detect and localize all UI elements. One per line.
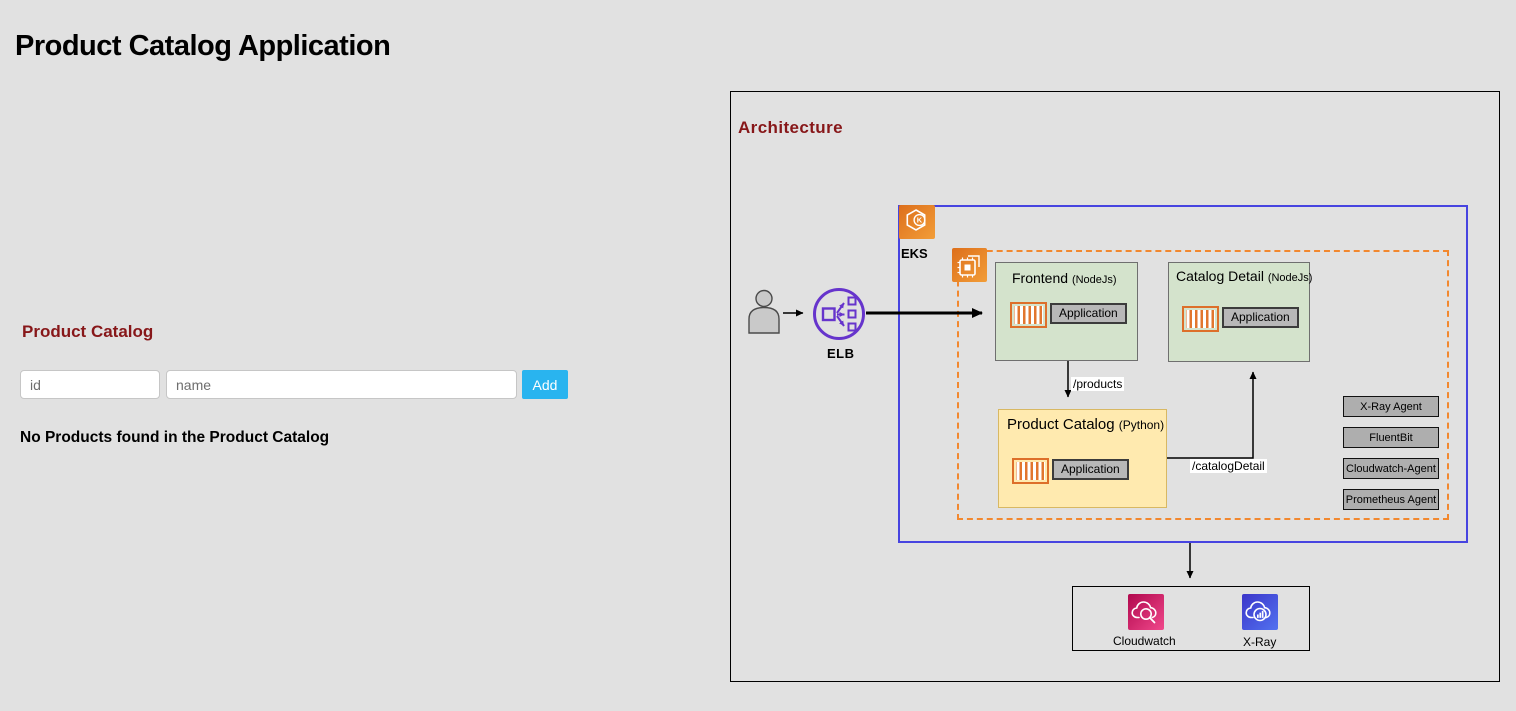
eks-label: EKS — [901, 246, 928, 261]
xray-agent-chip: X-Ray Agent — [1343, 396, 1439, 417]
svg-text:K: K — [917, 216, 923, 225]
elb-icon — [813, 288, 865, 340]
products-edge-label: /products — [1071, 377, 1125, 391]
name-input[interactable] — [166, 370, 517, 399]
compute-chip-icon — [952, 248, 987, 282]
chip-glyph — [957, 255, 980, 278]
container-icon — [1012, 458, 1049, 484]
load-balancer-glyph — [821, 296, 857, 332]
cloudwatch-icon — [1128, 594, 1164, 630]
architecture-frame — [730, 91, 1500, 682]
xray-label: X-Ray — [1243, 635, 1277, 649]
frontend-title: Frontend (NodeJs) — [1012, 270, 1117, 286]
xray-icon — [1242, 594, 1278, 630]
fluentbit-chip: FluentBit — [1343, 427, 1439, 448]
frontend-runtime: (NodeJs) — [1071, 274, 1117, 286]
monitoring-box — [1072, 586, 1310, 651]
elb-label: ELB — [827, 346, 855, 361]
catalog-detail-title: Catalog Detail (NodeJs) — [1176, 268, 1312, 284]
architecture-heading: Architecture — [738, 118, 843, 137]
frontend-service-box: Frontend (NodeJs) Application — [995, 262, 1138, 361]
catalog-detail-title-text: Catalog Detail — [1176, 268, 1264, 284]
page-title: Product Catalog Application — [15, 30, 391, 62]
product-catalog-application-chip: Application — [1052, 459, 1129, 480]
frontend-application-chip: Application — [1050, 303, 1127, 324]
id-input[interactable] — [20, 370, 160, 399]
catalog-heading: Product Catalog — [22, 322, 154, 341]
product-catalog-runtime: (Python) — [1118, 418, 1165, 432]
product-catalog-title: Product Catalog (Python) — [1007, 416, 1164, 433]
catalog-detail-edge-label: /catalogDetail — [1190, 459, 1267, 473]
catalog-detail-application-chip: Application — [1222, 307, 1299, 328]
prometheus-agent-chip: Prometheus Agent — [1343, 489, 1439, 510]
frontend-title-text: Frontend — [1012, 270, 1069, 286]
cloudwatch-label: Cloudwatch — [1113, 634, 1176, 648]
cloud-magnifier-glyph — [1131, 601, 1157, 624]
eks-cluster-box — [898, 205, 1468, 543]
eks-icon: K — [899, 205, 935, 239]
empty-products-message: No Products found in the Product Catalog — [20, 429, 330, 446]
namespace-dashed-box — [957, 250, 1449, 520]
catalog-detail-runtime: (NodeJs) — [1267, 272, 1313, 284]
container-icon — [1182, 306, 1219, 332]
product-catalog-title-text: Product Catalog — [1007, 416, 1115, 433]
add-button[interactable]: Add — [522, 370, 568, 399]
cloud-chart-glyph — [1245, 601, 1271, 622]
user-icon — [748, 289, 780, 334]
cloudwatch-agent-chip: Cloudwatch-Agent — [1343, 458, 1439, 479]
product-catalog-service-box: Product Catalog (Python) Application — [998, 409, 1167, 508]
catalog-detail-service-box: Catalog Detail (NodeJs) Application — [1168, 262, 1312, 362]
container-icon — [1010, 302, 1047, 328]
kubernetes-hexagon-icon: K — [906, 209, 926, 231]
